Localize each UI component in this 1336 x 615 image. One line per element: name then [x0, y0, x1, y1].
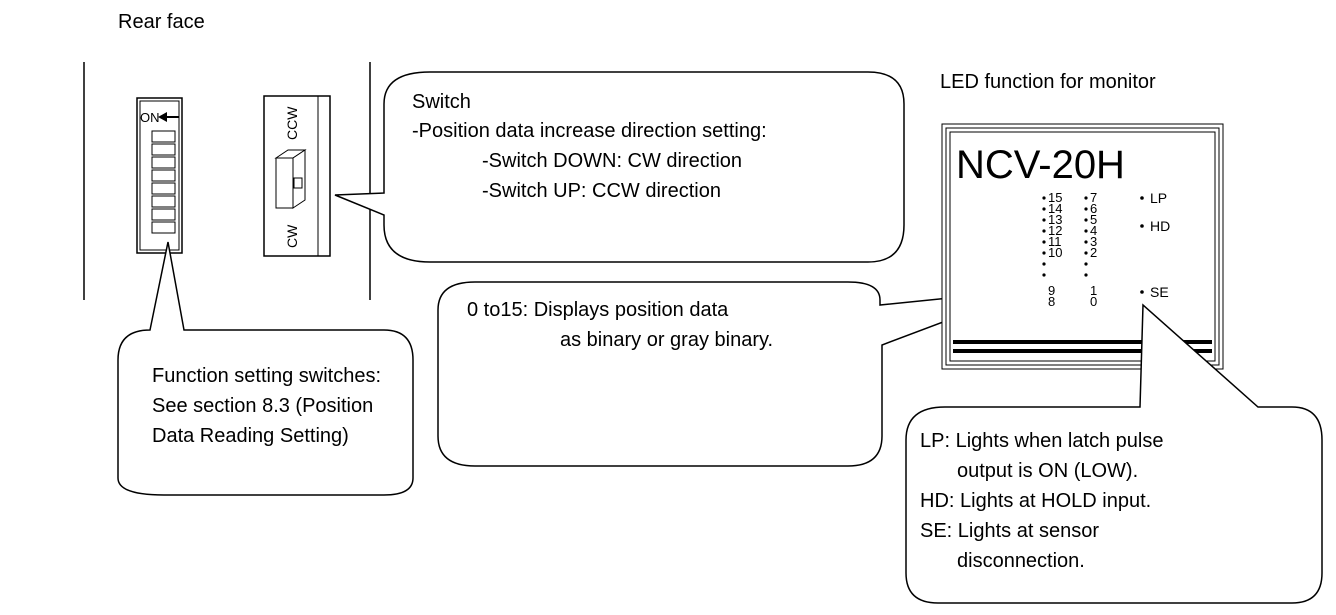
led-label-15: 15 [1048, 190, 1062, 205]
dip-switch-6[interactable] [151, 195, 176, 208]
led-label-11: 11 [1048, 234, 1062, 249]
dip-switch-5[interactable] [151, 182, 176, 195]
switch-lever [293, 177, 303, 189]
led-function-title: LED function for monitor [940, 71, 1156, 93]
dip-switch-2[interactable] [151, 143, 176, 156]
status-callout-line-4: SE: Lights at sensor [920, 520, 1099, 542]
led-lp [1140, 196, 1144, 200]
led-dots [1042, 196, 1144, 294]
led-label-hd: HD [1150, 218, 1170, 234]
status-callout-line-2: output is ON (LOW). [957, 460, 1138, 482]
on-arrow-icon [158, 112, 179, 122]
dip-on-label: ON [140, 110, 160, 125]
switch-callout-line-2: -Position data increase direction settin… [412, 120, 767, 142]
led-hd [1140, 224, 1144, 228]
status-callout-line-3: HD: Lights at HOLD input. [920, 490, 1151, 512]
led-label-se: SE [1150, 284, 1169, 300]
led-label-1: 1 [1090, 283, 1097, 298]
function-callout-line-3: Data Reading Setting) [152, 425, 349, 447]
led-label-12: 12 [1048, 223, 1062, 238]
bits-callout: 0 to15: Displays position data as binary… [437, 281, 1029, 467]
dip-switch-block: ON [136, 97, 183, 254]
led-label-14: 14 [1048, 201, 1062, 216]
function-callout-line-1: Function setting switches: [152, 365, 381, 387]
led-label-3: 3 [1090, 234, 1097, 249]
led-label-8: 8 [1048, 294, 1055, 309]
led-label-13: 13 [1048, 212, 1062, 227]
led-label-7: 7 [1090, 190, 1097, 205]
led-se [1140, 290, 1144, 294]
led-labels: 15 14 13 12 11 10 9 8 7 6 5 4 3 2 1 0 LP… [1048, 190, 1170, 309]
led-label-2: 2 [1090, 245, 1097, 260]
dip-switch-4[interactable] [151, 169, 176, 182]
led-label-0: 0 [1090, 294, 1097, 309]
function-callout: Function setting switches: See section 8… [117, 241, 414, 496]
status-callout: LP: Lights when latch pulse output is ON… [905, 303, 1323, 604]
led-label-4: 4 [1090, 223, 1097, 238]
switch-callout-line-3: -Switch DOWN: CW direction [482, 150, 742, 172]
ccw-label: CCW [284, 106, 300, 140]
bits-callout-line-1: 0 to15: Displays position data [467, 299, 729, 321]
status-callout-line-1: LP: Lights when latch pulse [920, 430, 1164, 452]
monitor-panel: NCV-20H [941, 123, 1224, 370]
switch-callout-line-4: -Switch UP: CCW direction [482, 180, 721, 202]
dip-switch-7[interactable] [151, 208, 176, 221]
led-label-5: 5 [1090, 212, 1097, 227]
cw-label: CW [284, 224, 300, 248]
led-label-10: 10 [1048, 245, 1062, 260]
function-callout-line-2: See section 8.3 (Position [152, 395, 373, 417]
led-label-9: 9 [1048, 283, 1055, 298]
direction-switch[interactable]: CCW CW [263, 95, 331, 257]
dip-switch-3[interactable] [151, 156, 176, 169]
led-label-6: 6 [1090, 201, 1097, 216]
led-label-lp: LP [1150, 190, 1167, 206]
model-name: NCV-20H [956, 143, 1125, 187]
status-callout-line-5: disconnection. [957, 550, 1085, 572]
bits-callout-line-2: as binary or gray binary. [560, 329, 773, 351]
rear-face-title: Rear face [118, 11, 205, 33]
switch-callout: Switch -Position data increase direction… [334, 71, 905, 263]
dip-switch-1[interactable] [151, 130, 176, 143]
switch-callout-line-1: Switch [412, 91, 471, 113]
dip-switch-8[interactable] [151, 221, 176, 234]
